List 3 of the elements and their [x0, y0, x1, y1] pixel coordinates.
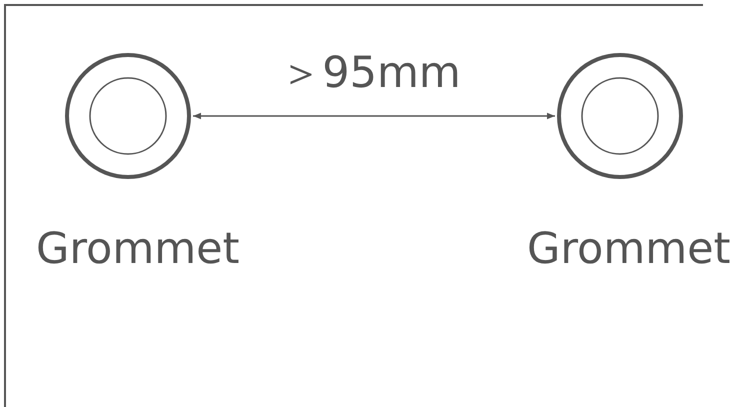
dimension-label: ＞95mm: [279, 52, 461, 95]
part-label: Grommet: [527, 228, 730, 271]
part-label: Grommet: [36, 228, 240, 271]
